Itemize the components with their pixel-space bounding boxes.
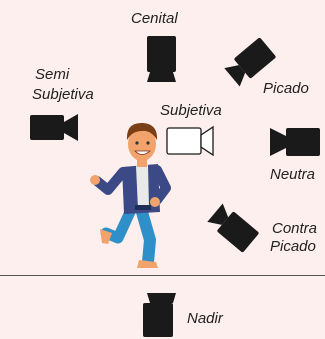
camera-contra-picado-icon: [207, 203, 259, 253]
label-semi-line1: Semi: [35, 66, 70, 83]
camera-semi-subjetiva-icon: [30, 114, 78, 141]
camera-cenital-icon: [147, 36, 176, 82]
label-cenital: Cenital: [131, 10, 178, 27]
running-man-figure: [90, 122, 171, 268]
camera-subjetiva-outline-icon: [166, 125, 214, 157]
label-contra-line1: Contra: [272, 220, 318, 237]
camera-picado-icon: [224, 37, 276, 87]
label-picado: Picado: [263, 80, 309, 97]
label-subjetiva: Subjetiva: [160, 102, 222, 119]
camera-neutra-icon: [270, 128, 320, 156]
label-semi-line2: Subjetiva: [32, 86, 94, 103]
label-neutra: Neutra: [270, 166, 316, 183]
label-contra-line2: Picado: [270, 238, 316, 255]
camera-nadir-icon: [143, 293, 176, 337]
label-nadir: Nadir: [187, 310, 223, 327]
ground-line: [0, 275, 325, 276]
